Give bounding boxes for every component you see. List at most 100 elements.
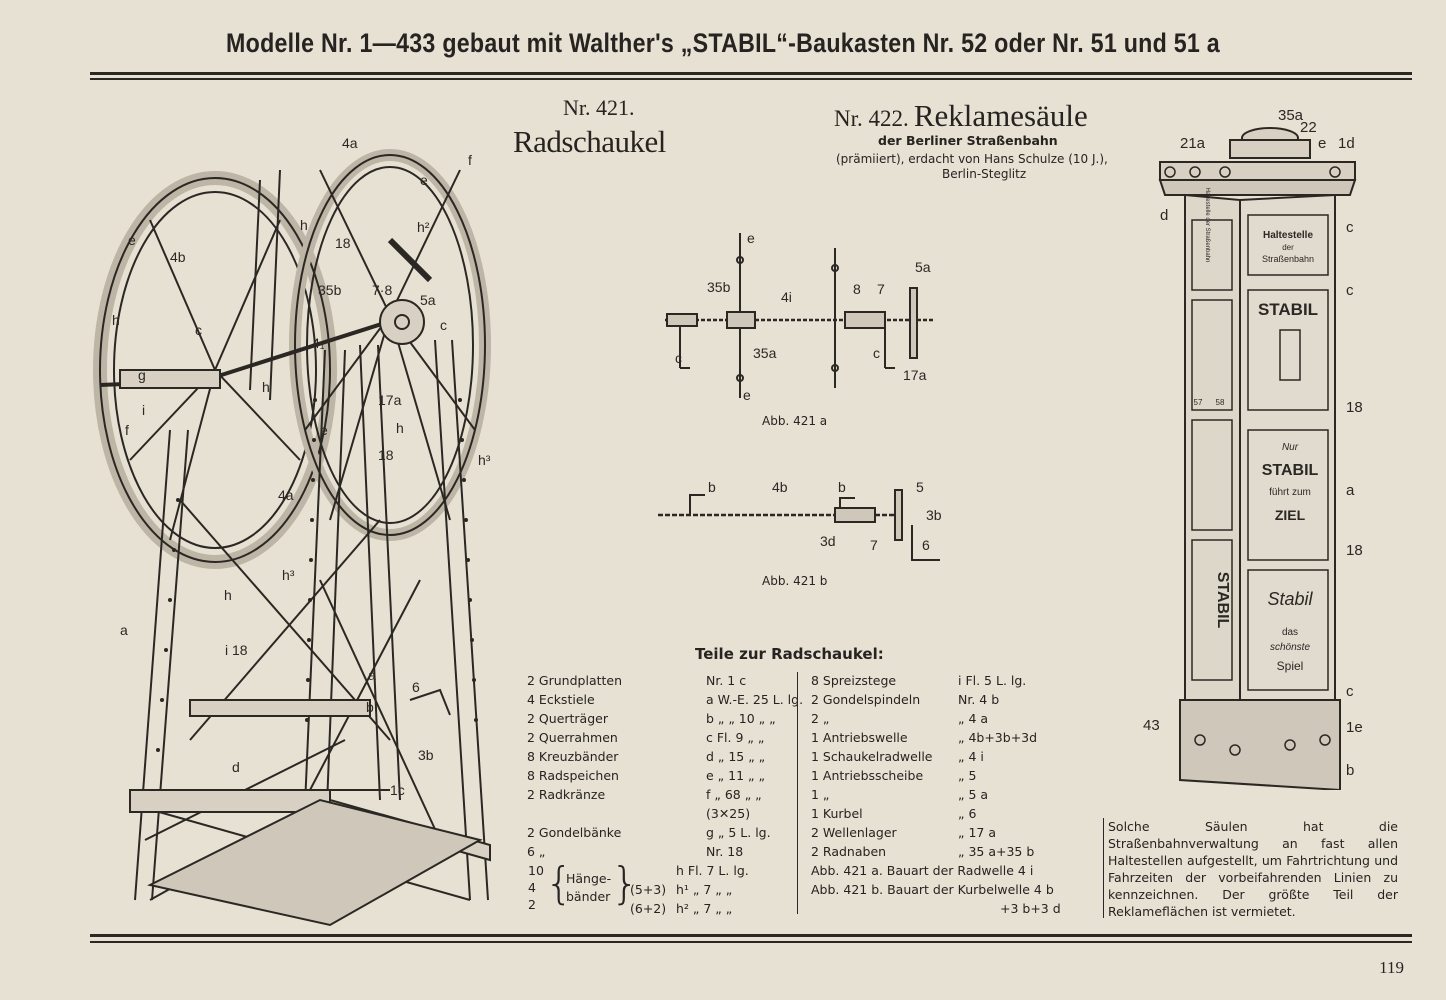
wheel-label-28: i 18 xyxy=(225,642,248,658)
sign-schoenste: schönste xyxy=(1270,642,1310,653)
haenge-mid: (6+2) xyxy=(630,901,667,916)
part-right-name: 2 Gondelspindeln xyxy=(811,692,921,707)
col-label-12: 43 xyxy=(1143,717,1160,734)
wheel-label-7: h² xyxy=(417,219,430,235)
a-label-3: 8 xyxy=(853,281,861,297)
part-right-name: 8 Spreizstege xyxy=(811,673,897,688)
haenge-code: h Fl. 7 L. lg. xyxy=(676,863,749,878)
col-label-1: 21a xyxy=(1180,135,1206,152)
wheel-label-25: h³ xyxy=(282,567,295,583)
caption-421a: Abb. 421 a xyxy=(762,414,828,428)
brace-right: } xyxy=(611,858,639,909)
model-422-subtitle: der Berliner Straßenbahn xyxy=(878,133,1058,148)
sign-fuehrt: führt zum xyxy=(1269,487,1311,498)
wheel-label-20: 17a xyxy=(378,392,402,408)
haenge-code: h² „ 7 „ „ xyxy=(676,901,733,916)
wheel-label-31: b xyxy=(366,699,374,715)
part-left-name: 2 Radkränze xyxy=(527,787,606,802)
a-label-7: 35a xyxy=(753,345,777,361)
haenge-count: 2 xyxy=(528,897,536,912)
wheel-label-4: 4b xyxy=(170,249,186,265)
wheel-label-15: g xyxy=(138,367,146,383)
col-label-9: a xyxy=(1346,482,1355,499)
col-label-11: c xyxy=(1346,683,1354,700)
part-right-spec: Nr. 4 b xyxy=(958,692,1000,707)
col-label-2: 22 xyxy=(1300,119,1317,136)
part-left-name: 2 Grundplatten xyxy=(527,673,623,688)
sign-stabil-vertical: STABIL xyxy=(1214,572,1231,629)
part-left-spec: Nr. 18 xyxy=(706,844,744,859)
part-left-name: 2 Gondelbänke xyxy=(527,825,622,840)
b-label-6: 7 xyxy=(870,537,878,553)
b-label-0: b xyxy=(708,479,716,495)
col-label-0: 35a xyxy=(1278,107,1304,124)
haenge-label-1: Hänge- xyxy=(566,871,612,886)
a-label-2: 4i xyxy=(781,289,792,305)
b-label-7: 6 xyxy=(922,537,930,553)
part-left-spec: b „ „ 10 „ „ xyxy=(706,711,776,726)
column-description: Solche Säulen hat die Straßenbahnverwalt… xyxy=(1108,819,1398,919)
sign-der: der xyxy=(1282,243,1294,252)
model-421-number: Nr. 421. xyxy=(563,95,635,120)
part-right-name: 1 Antriebswelle xyxy=(811,730,908,745)
b-label-5: 3d xyxy=(820,533,836,549)
part-right-name: 1 Kurbel xyxy=(811,806,863,821)
wheel-label-5: h xyxy=(300,217,308,233)
part-left-spec: c Fl. 9 „ „ xyxy=(706,730,765,745)
part-left-name: 8 Radspeichen xyxy=(527,768,619,783)
a-label-10: e xyxy=(743,387,751,403)
parts-list-title: Teile zur Radschaukel: xyxy=(695,645,884,663)
part-right-name: 1 „ xyxy=(811,787,830,802)
sign-stabil-3: Stabil xyxy=(1267,589,1313,609)
page-number: 119 xyxy=(1379,958,1404,977)
part-left-spec: Nr. 1 c xyxy=(706,673,747,688)
wheel-label-24: h³ xyxy=(478,452,491,468)
col-label-13: 1e xyxy=(1346,719,1363,736)
wheel-label-16: i xyxy=(142,402,145,418)
wheel-label-29: a xyxy=(368,667,376,683)
b-label-2: b xyxy=(838,479,846,495)
part-left-name: 8 Kreuzbänder xyxy=(527,749,619,764)
bottom-rule xyxy=(90,934,1412,937)
col-label-5: d xyxy=(1160,207,1168,224)
sign-number-57: 57 xyxy=(1194,398,1203,407)
sign-haltestelle: Haltestelle xyxy=(1263,230,1313,241)
model-422-place: Berlin-Steglitz xyxy=(942,167,1027,181)
part-left-spec: g „ 5 L. lg. xyxy=(706,825,771,840)
sign-spiel: Spiel xyxy=(1277,659,1304,673)
note-divider xyxy=(1103,818,1104,918)
part-right-spec: „ 4 a xyxy=(958,711,989,726)
wheel-label-12: c xyxy=(440,317,447,333)
part-right-name: 2 „ xyxy=(811,711,830,726)
part-left-name: 4 Eckstiele xyxy=(527,692,595,707)
bottom-rule-thin xyxy=(90,941,1412,943)
part-left-spec: e „ 11 „ „ xyxy=(706,768,765,783)
wheel-label-27: h xyxy=(224,587,232,603)
wheel-label-22: 18 xyxy=(378,447,394,463)
part-right-spec: „ 6 xyxy=(958,806,977,821)
wheel-label-2: f xyxy=(468,152,472,168)
col-label-3: e xyxy=(1318,135,1326,152)
sign-ziel: ZIEL xyxy=(1275,507,1306,523)
wheel-label-10: 5a xyxy=(420,292,436,308)
haenge-count: 4 xyxy=(528,880,536,895)
wheel-label-34: 1c xyxy=(390,782,405,798)
a-label-1: 35b xyxy=(707,279,731,295)
part-left-name: 2 Querrahmen xyxy=(527,730,618,745)
part-right-spec: i Fl. 5 L. lg. xyxy=(958,673,1027,688)
figure-note: Abb. 421 b. Bauart der Kurbelwelle 4 b xyxy=(811,882,1054,897)
wheel-label-21: h xyxy=(396,420,404,436)
part-right-spec: „ 5 a xyxy=(958,787,989,802)
part-right-name: 1 Antriebsscheibe xyxy=(811,768,924,783)
top-rule xyxy=(90,72,1412,75)
wheel-label-17: f xyxy=(125,422,129,438)
part-right-spec: „ 35 a+35 b xyxy=(958,844,1035,859)
sign-number-58: 58 xyxy=(1216,398,1225,407)
figure-note: Abb. 421 a. Bauart der Radwelle 4 i xyxy=(811,863,1034,878)
sign-small-haltestelle: Haltestelle der Straßenbahn xyxy=(1204,188,1210,263)
